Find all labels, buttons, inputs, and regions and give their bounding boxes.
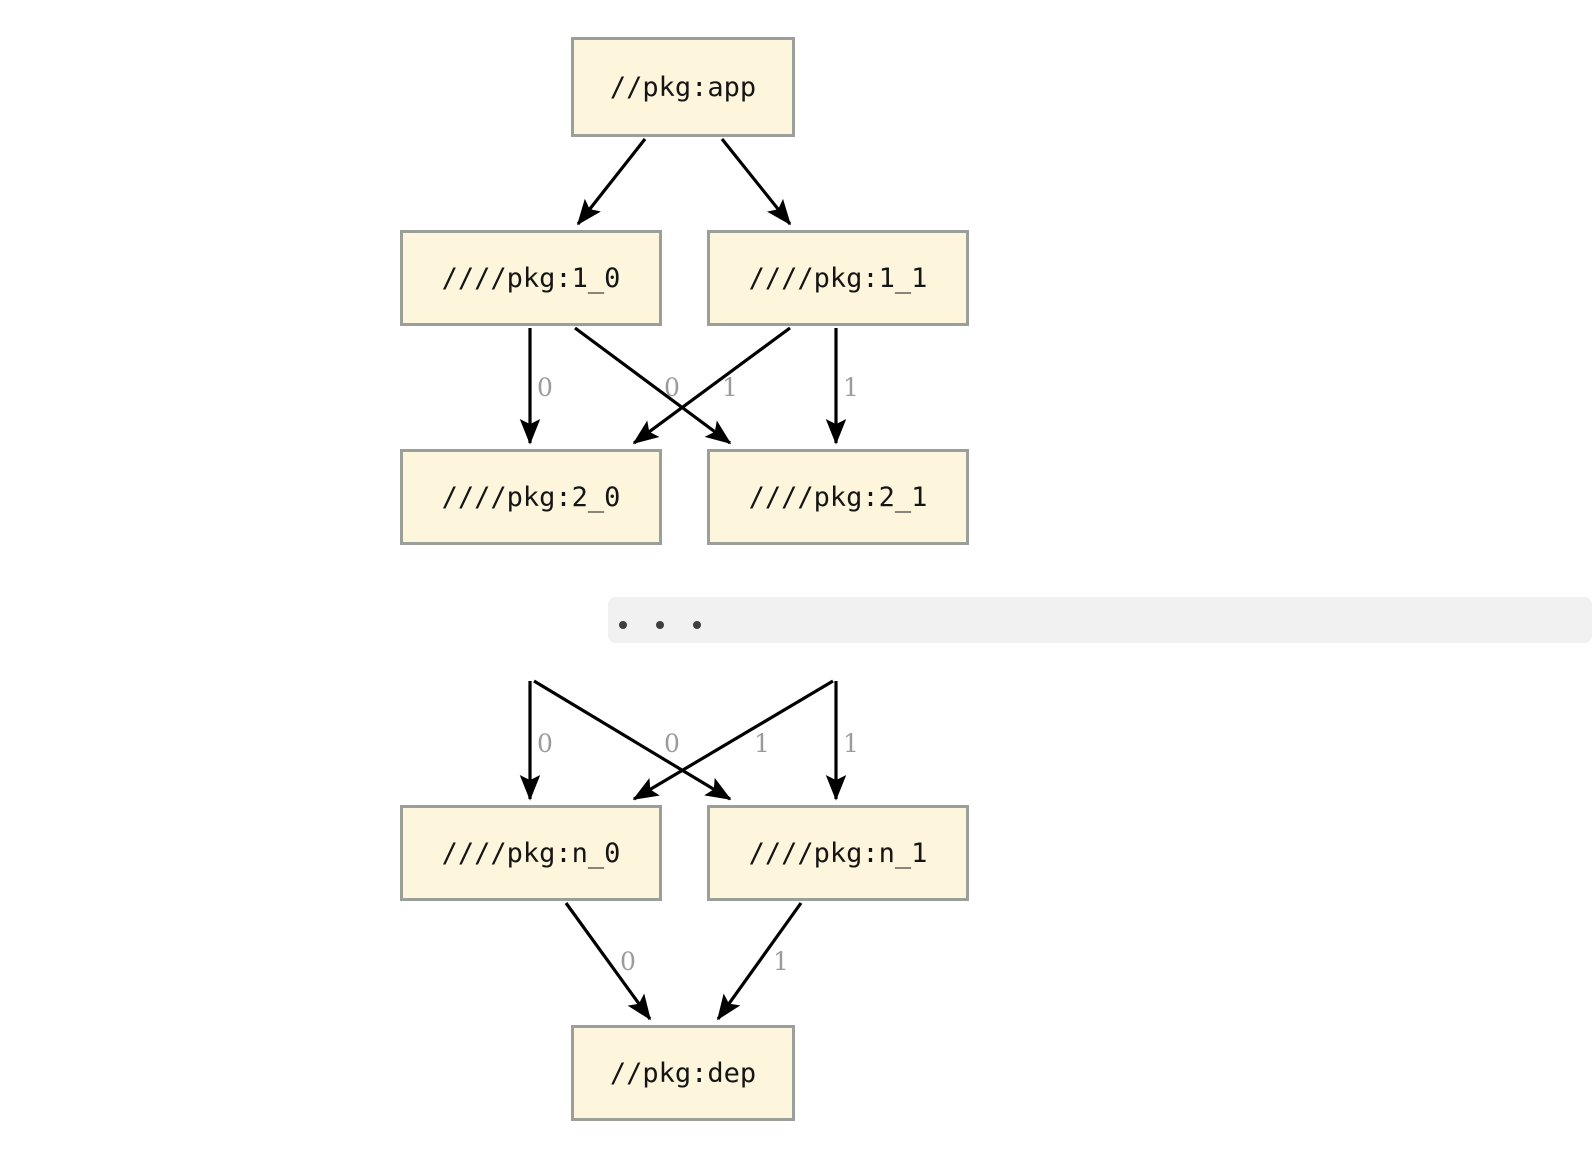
edge-line bbox=[564, 902, 652, 1021]
node-label: ////pkg:1_1 bbox=[748, 262, 928, 294]
node-n1_0[interactable]: ////pkg:1_0 bbox=[400, 230, 662, 326]
edge-label: 0 bbox=[664, 373, 680, 402]
edge-label: 0 bbox=[537, 729, 553, 758]
ellipsis-band bbox=[608, 597, 1592, 643]
ellipsis-dot-3 bbox=[693, 621, 701, 629]
edge-line bbox=[533, 679, 732, 801]
edge-label: 1 bbox=[843, 729, 859, 758]
edge-label: 1 bbox=[754, 729, 770, 758]
node-label: ////pkg:2_1 bbox=[748, 481, 928, 513]
node-nn_0[interactable]: ////pkg:n_0 bbox=[400, 805, 662, 901]
node-n2_0[interactable]: ////pkg:2_0 bbox=[400, 449, 662, 545]
node-label: ////pkg:1_0 bbox=[441, 262, 621, 294]
edge-label: 0 bbox=[664, 729, 680, 758]
node-label: ////pkg:n_0 bbox=[441, 837, 621, 869]
node-label: //pkg:app bbox=[609, 71, 757, 103]
edge-label: 0 bbox=[620, 947, 636, 976]
edge-line bbox=[576, 138, 647, 226]
node-n2_1[interactable]: ////pkg:2_1 bbox=[707, 449, 969, 545]
edge-label: 1 bbox=[773, 947, 789, 976]
node-label: ////pkg:n_1 bbox=[748, 837, 928, 869]
node-app[interactable]: //pkg:app bbox=[571, 37, 795, 137]
edge-line bbox=[632, 326, 791, 445]
ellipsis-dot-1 bbox=[619, 621, 627, 629]
edge-label: 1 bbox=[843, 373, 859, 402]
edge-label: 0 bbox=[537, 373, 553, 402]
ellipsis-dot-2 bbox=[656, 621, 664, 629]
node-dep[interactable]: //pkg:dep bbox=[571, 1025, 795, 1121]
node-nn_1[interactable]: ////pkg:n_1 bbox=[707, 805, 969, 901]
edge-label: 1 bbox=[722, 373, 738, 402]
edge-line bbox=[720, 138, 792, 226]
node-n1_1[interactable]: ////pkg:1_1 bbox=[707, 230, 969, 326]
node-label: ////pkg:2_0 bbox=[441, 481, 621, 513]
edge-line bbox=[574, 326, 732, 445]
node-label: //pkg:dep bbox=[609, 1057, 757, 1089]
